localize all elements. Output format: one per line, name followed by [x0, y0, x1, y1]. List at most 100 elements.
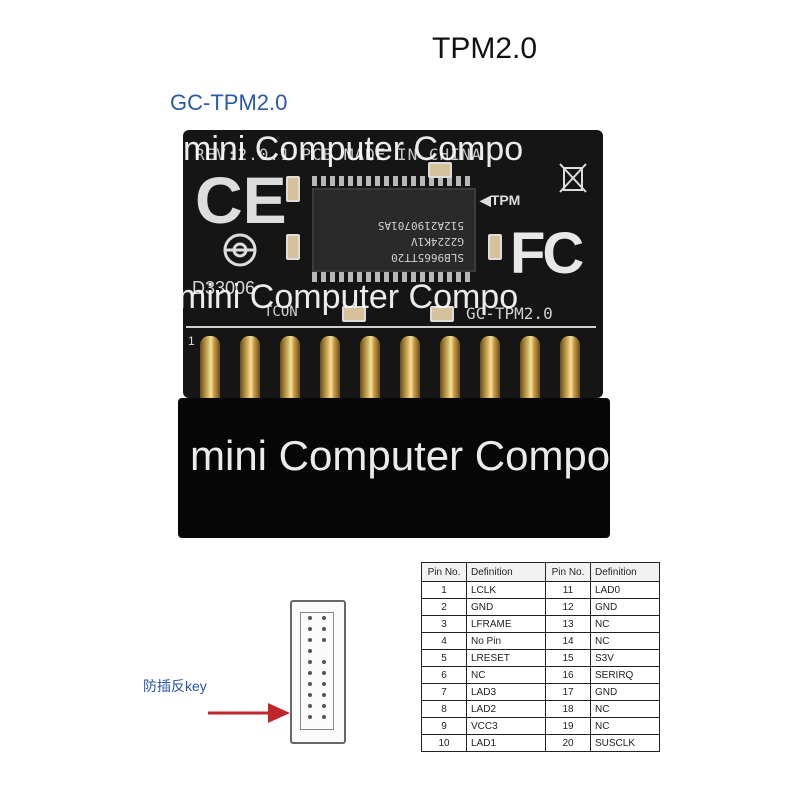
table-cell: 11 [545, 581, 591, 599]
table-cell: LCLK [466, 581, 546, 599]
header-pin [400, 336, 420, 406]
table-cell: LFRAME [466, 615, 546, 633]
table-cell: 18 [545, 700, 591, 718]
table-cell: NC [590, 717, 660, 735]
table-cell: 17 [545, 683, 591, 701]
table-cell: GND [590, 598, 660, 616]
table-cell: SUSCLK [590, 734, 660, 752]
watermark-text: mini Computer Compo [178, 278, 519, 316]
table-header-row: Pin No. Definition Pin No. Definition [421, 562, 660, 582]
table-cell: 12 [545, 598, 591, 616]
table-cell: 19 [545, 717, 591, 735]
table-cell: 2 [421, 598, 467, 616]
table-cell: NC [466, 666, 546, 684]
connector-pin-dot [308, 627, 312, 631]
ce-mark: CE [195, 163, 287, 237]
table-cell: 8 [421, 700, 467, 718]
chip-pins-top [312, 176, 472, 186]
table-cell: LAD3 [466, 683, 546, 701]
board-revision-silk: REV:2.0.1 PCB MADE IN CHINA [195, 145, 483, 164]
connector-pin-dot [322, 616, 326, 620]
connector-pin-dot [308, 715, 312, 719]
table-cell: 5 [421, 649, 467, 667]
table-cell: LAD1 [466, 734, 546, 752]
smd-component [488, 234, 502, 260]
table-cell: VCC3 [466, 717, 546, 735]
watermark-text: mini Computer Compo [183, 130, 524, 168]
connector-inner [300, 612, 334, 730]
smd-component [430, 306, 454, 322]
header-pin [200, 336, 220, 406]
connector-pin-dot [322, 682, 326, 686]
product-model-label: GC-TPM2.0 [170, 90, 288, 115]
connector-pin-dot [322, 704, 326, 708]
table-cell: 6 [421, 666, 467, 684]
table-cell: 3 [421, 615, 467, 633]
table-cell: GND [590, 683, 660, 701]
arrow-right-icon [208, 703, 290, 723]
col-header: Pin No. [421, 562, 467, 582]
col-header: Definition [590, 562, 660, 582]
connector-pin-dot [308, 682, 312, 686]
table-cell: 4 [421, 632, 467, 650]
table-cell: 7 [421, 683, 467, 701]
key-label: 防插反key [143, 678, 207, 694]
tpm-marker: ◀TPM [480, 192, 521, 208]
connector-pin-dot [308, 693, 312, 697]
smd-component [286, 176, 300, 202]
pin-header-housing [178, 398, 610, 538]
table-cell: NC [590, 700, 660, 718]
table-cell: GND [466, 598, 546, 616]
table-cell: NC [590, 615, 660, 633]
smd-component [342, 306, 366, 322]
table-cell: LAD2 [466, 700, 546, 718]
header-pin [440, 336, 460, 406]
chip-pins-bottom [312, 272, 472, 282]
table-cell: No Pin [466, 632, 546, 650]
chip-marking-3: 512A2190701AS [377, 219, 464, 232]
connector-pin-dot [322, 627, 326, 631]
table-cell: 15 [545, 649, 591, 667]
smd-component [286, 234, 300, 260]
table-cell: 13 [545, 615, 591, 633]
connector-pin-dot [322, 638, 326, 642]
table-cell: 10 [421, 734, 467, 752]
table-cell: LRESET [466, 649, 546, 667]
connector-diagram [290, 600, 346, 744]
connector-pin-dot [308, 649, 312, 653]
chip-marking-1: SLB9665TT20 [391, 251, 464, 264]
table-cell: 1 [421, 581, 467, 599]
connector-pin-dot [322, 693, 326, 697]
header-pin [240, 336, 260, 406]
header-pin [320, 336, 340, 406]
header-pin [480, 336, 500, 406]
table-cell: S3V [590, 649, 660, 667]
connector-pin-dot [308, 704, 312, 708]
connector-pin-dot [308, 671, 312, 675]
smd-component [428, 162, 452, 178]
table-cell: SERIRQ [590, 666, 660, 684]
board-model-silk: GC-TPM2.0 [466, 304, 553, 323]
rohs-icon [223, 233, 257, 267]
chip-marking-2: G2224K1V [411, 235, 464, 248]
header-pin [360, 336, 380, 406]
tpm-chip: SLB9665TT20 G2224K1V 512A2190701AS [312, 188, 476, 272]
tcon-label: TCON [264, 304, 298, 320]
connector-pin-dot [308, 660, 312, 664]
table-cell: 9 [421, 717, 467, 735]
silk-divider [186, 326, 596, 328]
fcc-mark: FC [510, 221, 584, 286]
header-pin [520, 336, 540, 406]
header-pin [560, 336, 580, 406]
connector-pin-dot [308, 638, 312, 642]
pin1-marker: 1 [188, 334, 195, 348]
